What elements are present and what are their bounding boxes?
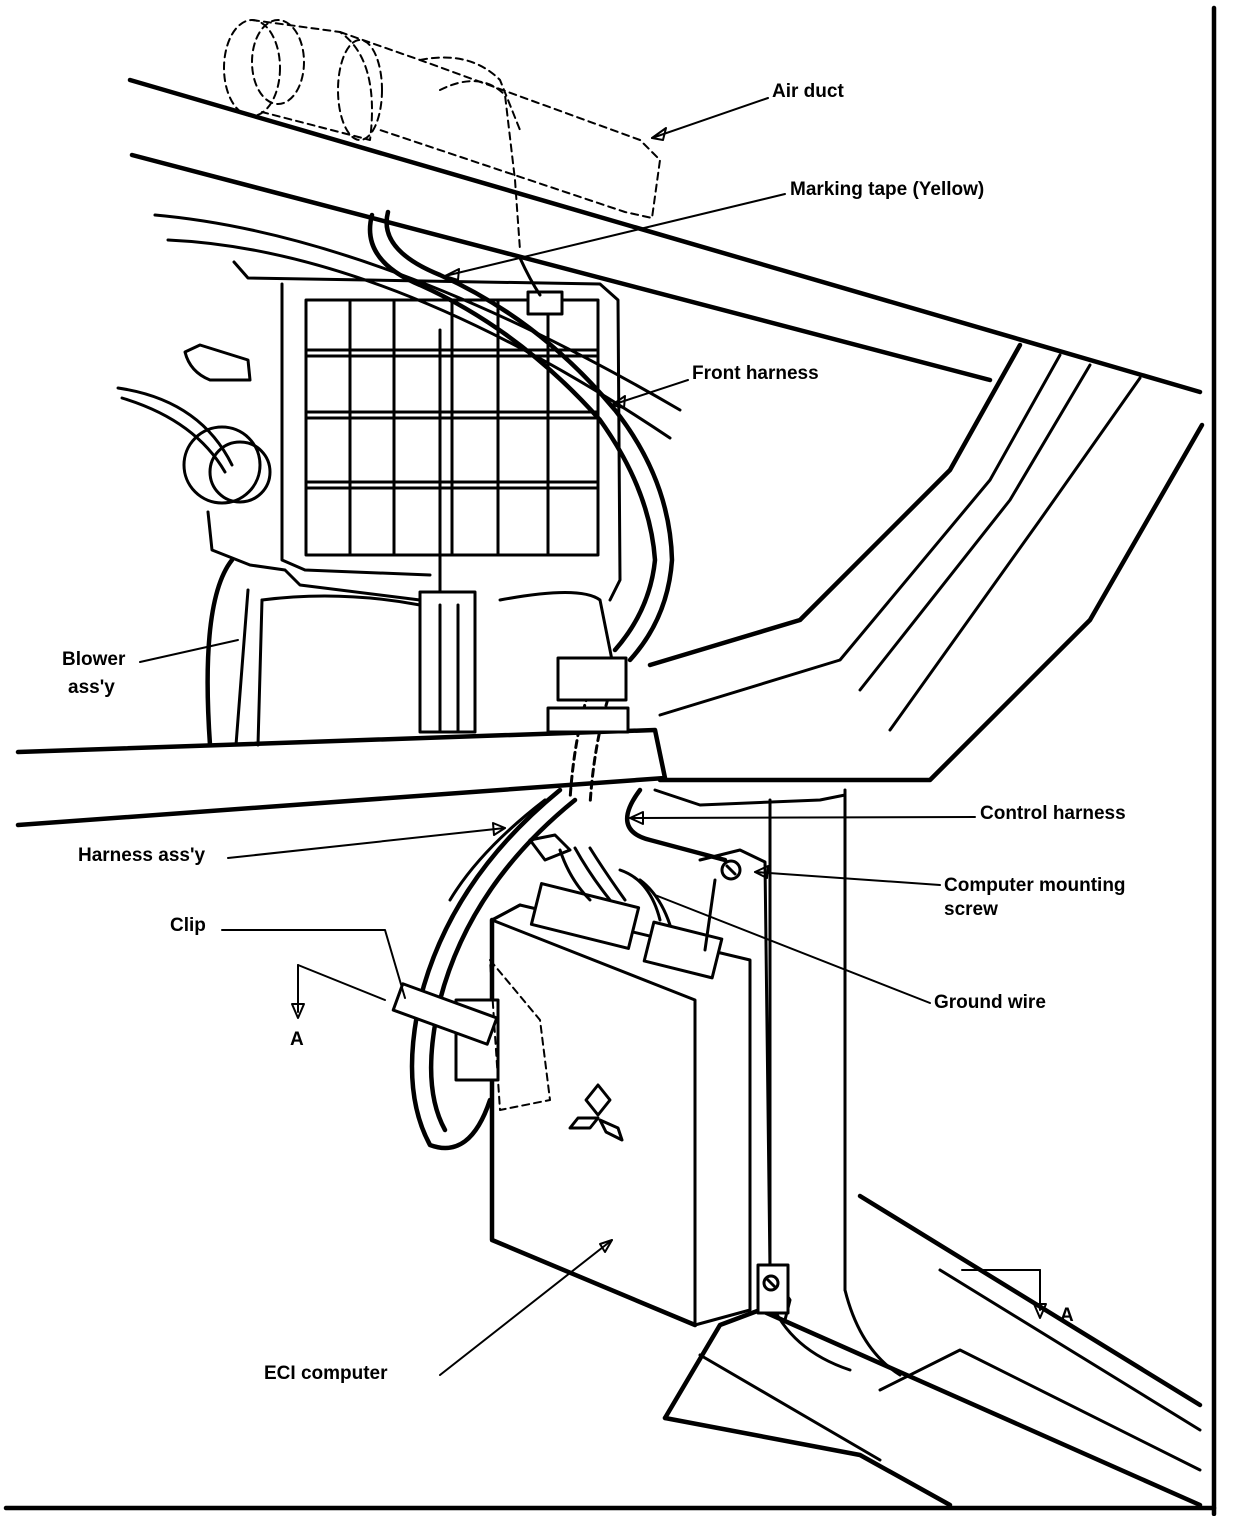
label-front-harness: Front harness [692,363,819,384]
eci-computer [489,882,752,1328]
label-harness-assy: Harness ass'y [78,845,206,866]
mounting-screw-upper [720,859,742,881]
page-frame [3,5,1217,1516]
label-eci-computer: ECI computer [264,1363,388,1384]
leader-lines [139,97,1047,1376]
label-marking-tape: Marking tape (Yellow) [790,179,985,200]
clip-part [391,982,499,1046]
dashboard-upper-panel [127,77,1203,440]
lower-dash-beam [15,727,668,828]
label-computer-mounting-line2: screw [944,899,998,920]
marking-tape [518,256,564,316]
label-blower-line2: ass'y [68,677,115,698]
blower-grille [304,298,600,557]
label-air-duct: Air duct [772,81,844,102]
side-pillar [647,342,1205,1508]
harness-assembly [409,787,578,1151]
label-section-a-right: A [1060,1305,1074,1326]
blower-assembly [116,260,622,748]
mounting-bracket [698,848,792,1322]
label-ground-wire: Ground wire [934,992,1046,1013]
mounting-screw-lower [762,1274,780,1292]
control-harness [624,787,728,863]
harness-clamp [546,656,630,734]
label-clip: Clip [170,915,206,936]
manufacturer-logo-icon [568,1083,624,1142]
label-control-harness: Control harness [980,803,1126,824]
label-section-a-left: A [290,1029,304,1050]
label-computer-mounting-line1: Computer mounting [944,875,1126,896]
label-blower-line1: Blower [62,649,126,670]
